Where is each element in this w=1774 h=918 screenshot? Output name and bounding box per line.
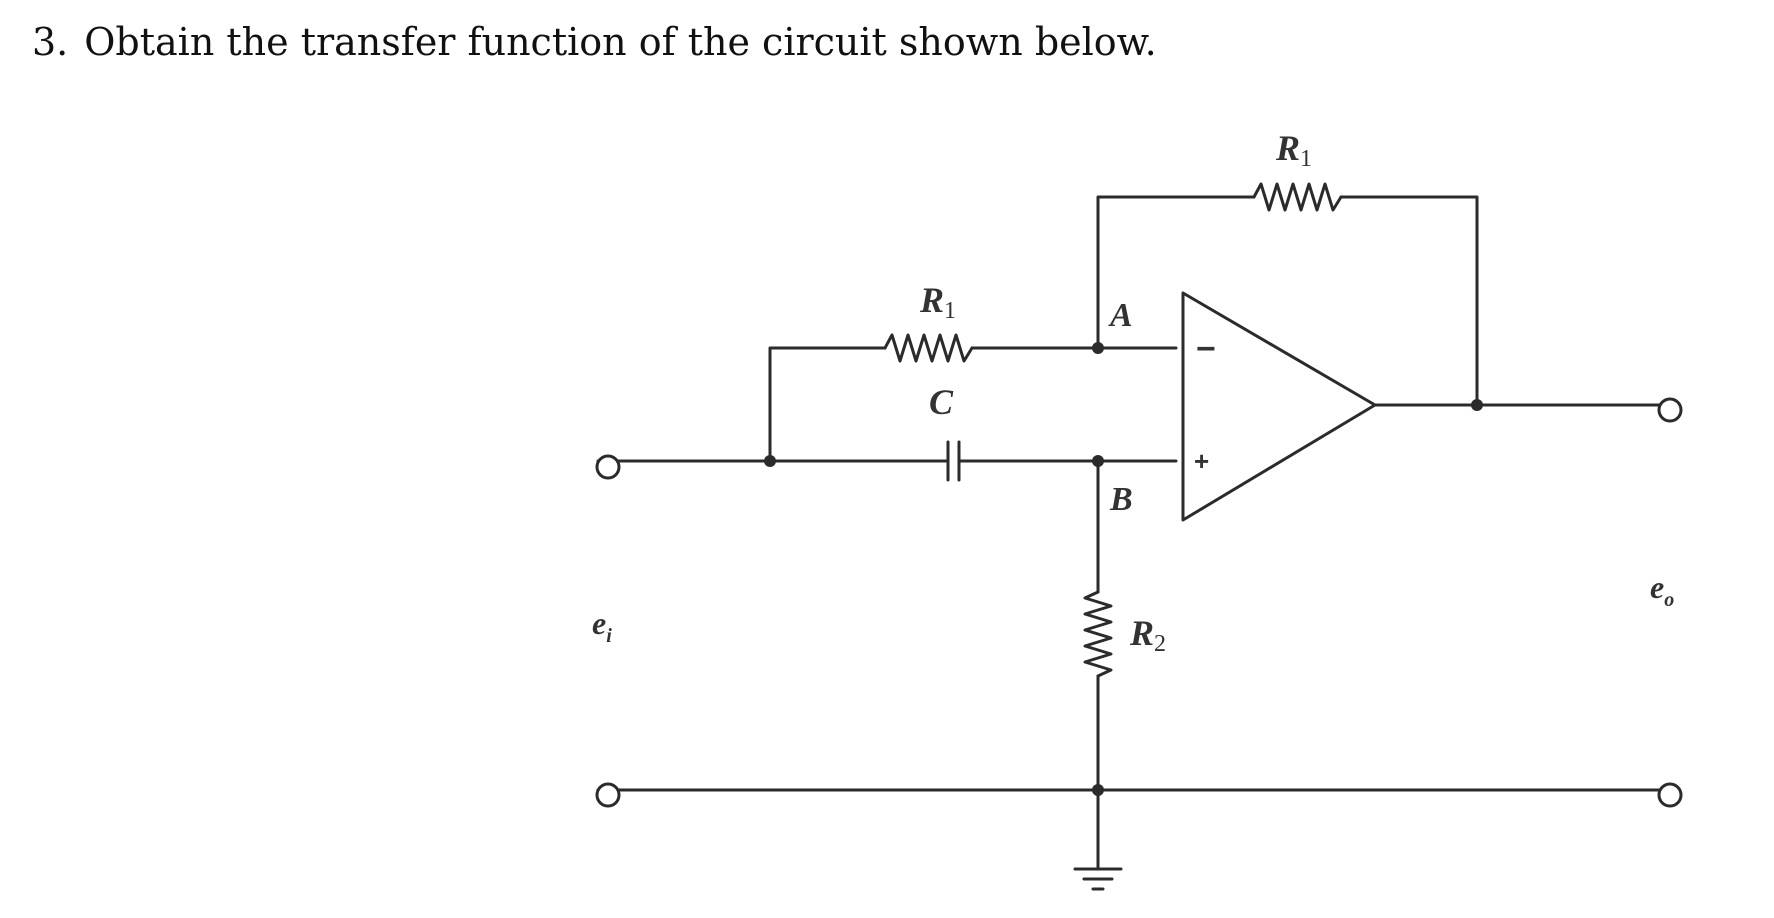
resistor-r2 (1083, 590, 1113, 678)
question-prompt: Obtain the transfer function of the circ… (84, 20, 1157, 64)
junction-input (764, 455, 776, 467)
wire-r1-input-left (768, 346, 887, 463)
output-terminal-top (1657, 397, 1683, 423)
junction-output (1471, 399, 1483, 411)
wire-feedback-left (1096, 195, 1256, 350)
question-number: 3. (32, 20, 69, 64)
input-terminal-bottom (595, 782, 621, 808)
wire-feedback-right (1339, 195, 1479, 407)
label-capacitor: C (929, 382, 954, 422)
label-input-voltage: ei (592, 605, 612, 647)
output-terminal-bottom (1657, 782, 1683, 808)
junction-ground-rail (1092, 784, 1104, 796)
opamp-noninverting-sign: + (1194, 446, 1209, 476)
junction-node-b (1092, 455, 1104, 467)
label-node-b: B (1109, 481, 1133, 518)
resistor-r1-feedback (1252, 182, 1343, 212)
resistor-r1-input (883, 333, 974, 363)
question-text: 3. Obtain the transfer function of the ci… (32, 20, 1157, 64)
label-node-a: A (1108, 297, 1133, 334)
label-output-voltage: eo (1650, 569, 1674, 611)
input-terminal-top (595, 454, 621, 480)
label-r2: R2 (1129, 613, 1166, 657)
opamp-inverting-sign: − (1196, 330, 1216, 368)
opamp-body (1181, 291, 1377, 522)
label-r1-input: R1 (919, 280, 956, 324)
label-r1-feedback: R1 (1275, 128, 1312, 172)
junction-node-a (1092, 342, 1104, 354)
